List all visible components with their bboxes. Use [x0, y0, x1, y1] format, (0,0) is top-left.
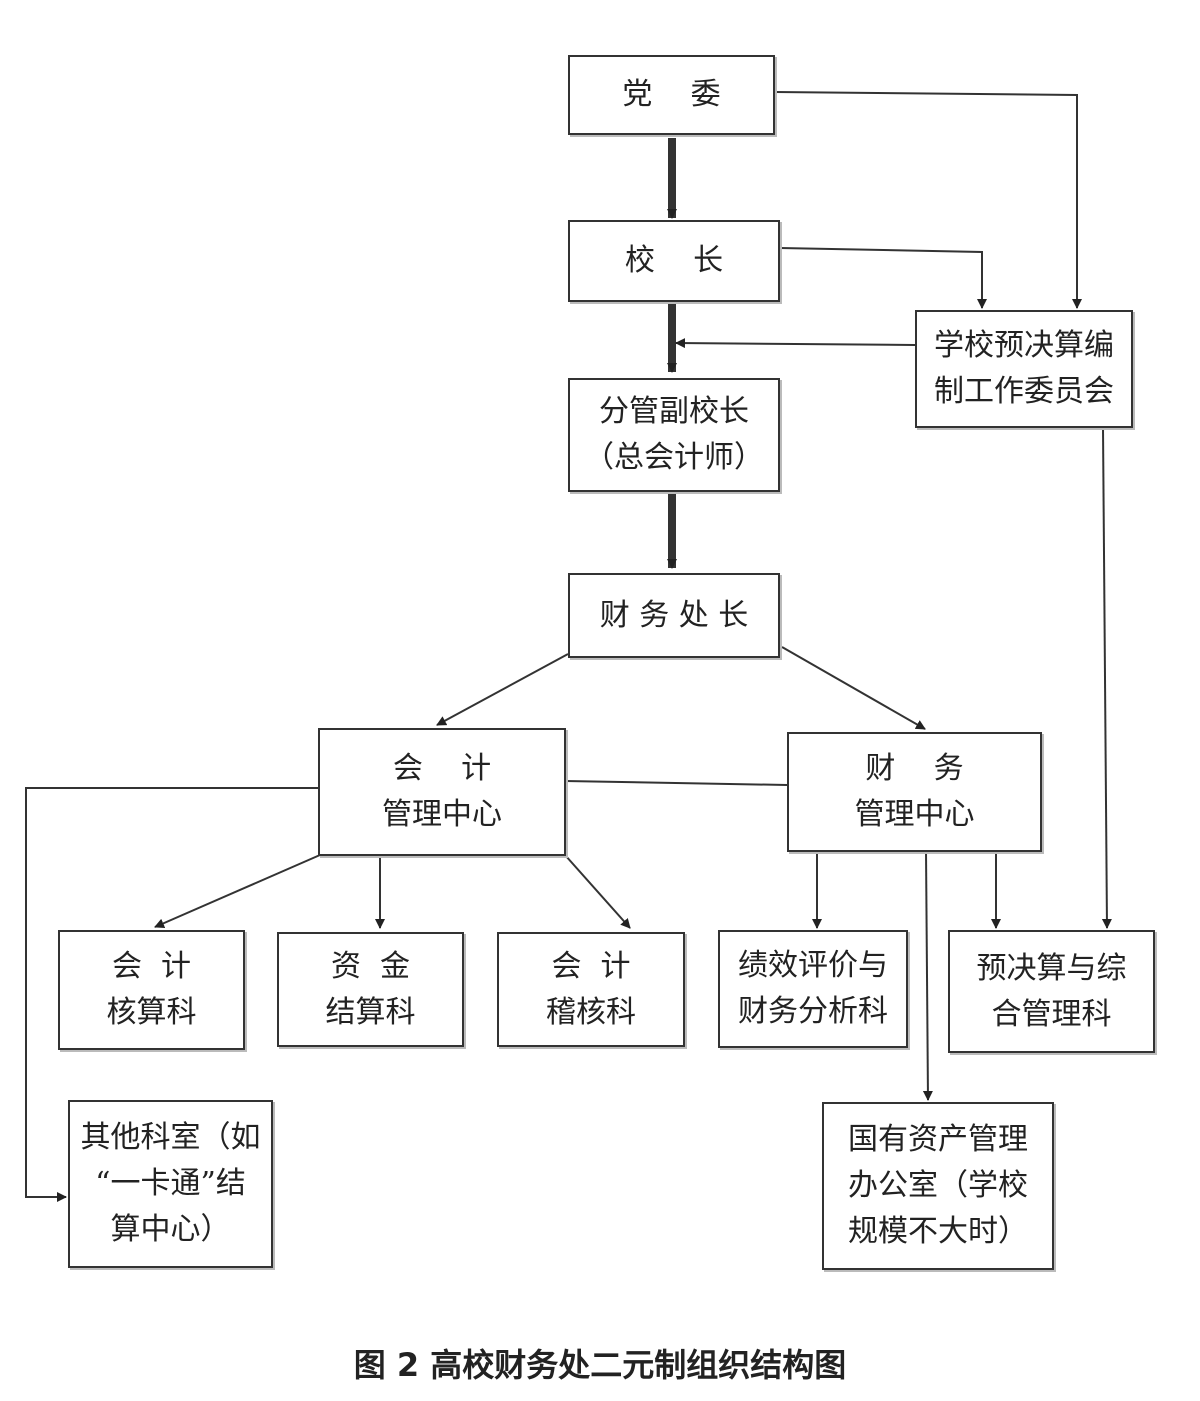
node-accounting-section: 会 计 核算科 — [58, 930, 245, 1050]
edge-acct-other — [25, 787, 320, 1202]
edge-director-finance — [781, 646, 926, 730]
edge-centers-link — [564, 780, 788, 786]
edge-director-accounting — [436, 653, 569, 726]
edge-fin-asset — [922, 850, 933, 1101]
node-finance-center: 财 务 管理中心 — [787, 732, 1042, 852]
edge-acct-accounting-section — [154, 854, 321, 928]
edge-president-committee — [779, 247, 987, 309]
edge-party-committee — [774, 91, 1082, 309]
node-finance-director: 财 务 处 长 — [568, 573, 780, 658]
edge-acct-audit — [564, 854, 631, 929]
figure-caption: 图 2 高校财务处二元制组织结构图 — [353, 1346, 847, 1384]
node-audit-section: 会 计 稽核科 — [497, 932, 685, 1047]
node-accounting-center: 会 计 管理中心 — [318, 728, 566, 856]
node-performance-section: 绩效评价与 财务分析科 — [718, 930, 908, 1048]
node-president: 校 长 — [568, 220, 780, 302]
edge-committee-vice — [675, 338, 916, 349]
node-budget-section: 预决算与综 合管理科 — [948, 930, 1155, 1053]
node-asset-office: 国有资产管理 办公室（学校 规模不大时） — [822, 1102, 1054, 1270]
node-vice-president: 分管副校长 （总会计师） — [568, 378, 780, 492]
node-fund-settlement: 资 金 结算科 — [277, 932, 464, 1047]
node-party-committee: 党 委 — [568, 55, 775, 135]
edge-committee-budget — [1101, 427, 1112, 929]
node-other-offices: 其他科室（如 “一卡通”结 算中心） — [68, 1100, 273, 1268]
node-budget-committee: 学校预决算编 制工作委员会 — [915, 310, 1133, 428]
